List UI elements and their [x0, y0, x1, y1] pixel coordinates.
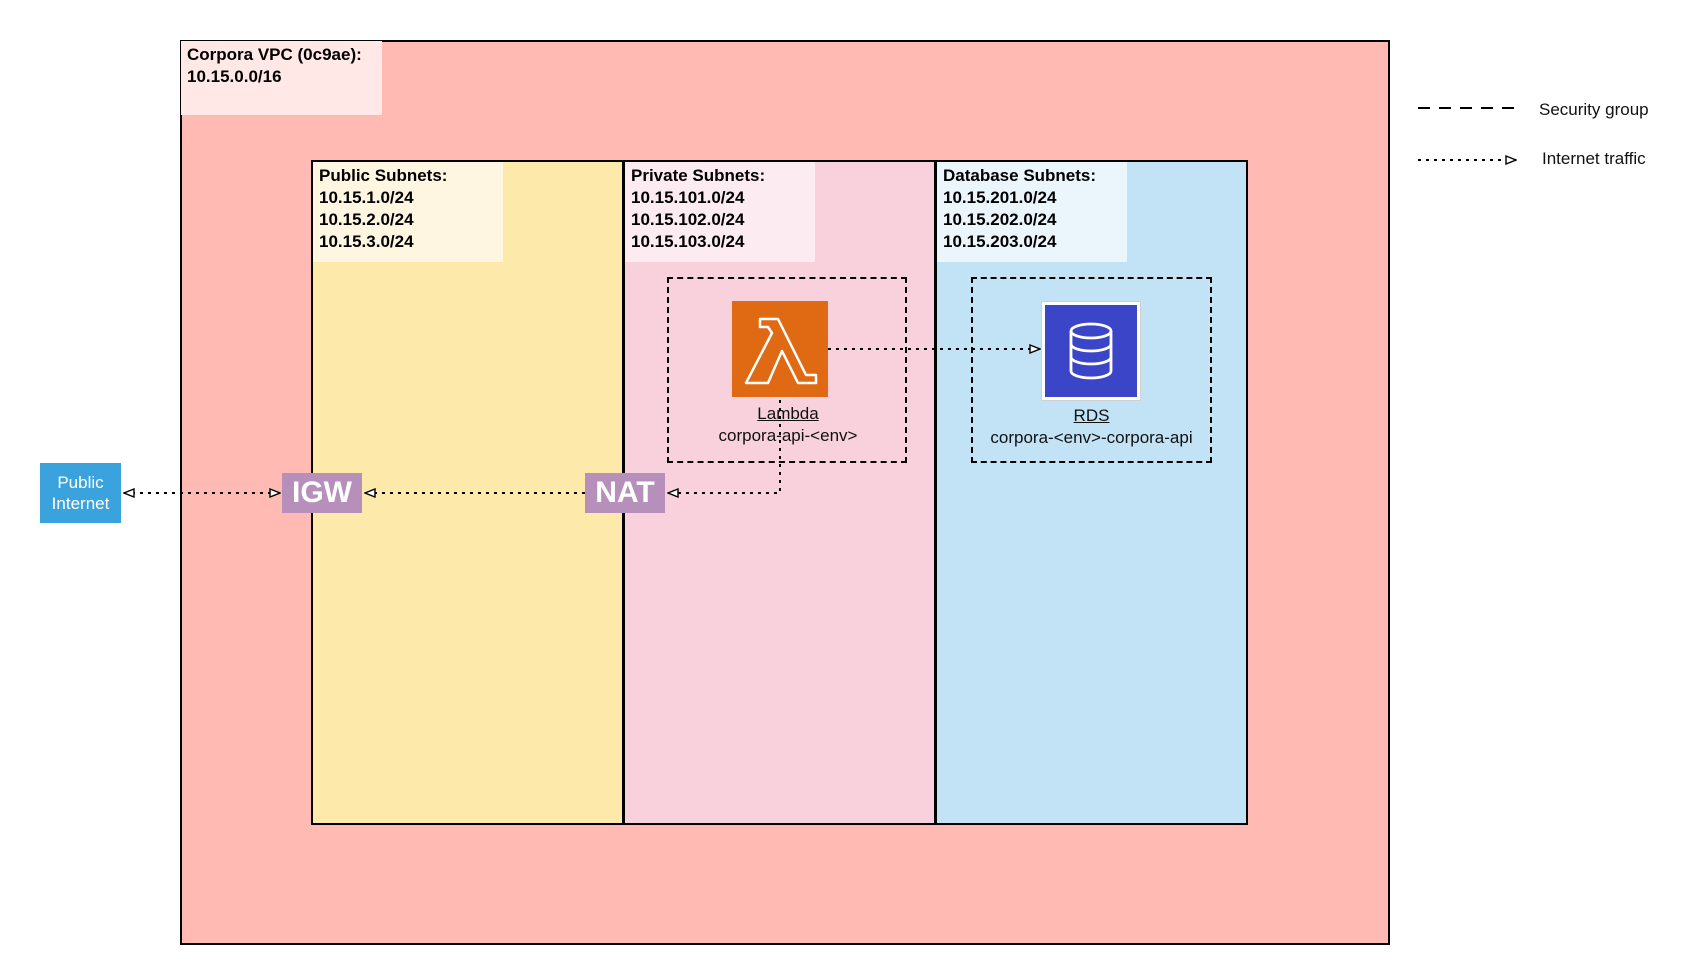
lambda-security-group [667, 277, 907, 463]
internet-gateway[interactable]: IGW [282, 473, 362, 513]
legend-internet-traffic-label: Internet traffic [1542, 149, 1646, 168]
lambda-icon[interactable] [732, 301, 828, 397]
rds-service-name[interactable]: RDS [1073, 406, 1110, 425]
rds-security-group [971, 277, 1212, 463]
private-subnets-label: Private Subnets: 10.15.101.0/24 10.15.10… [625, 162, 815, 262]
legend-security-group-label: Security group [1539, 100, 1649, 119]
public-internet-node[interactable]: Public Internet [40, 463, 121, 523]
rds-caption: RDS corpora-<env>-corpora-api [966, 405, 1217, 449]
public-subnets-label: Public Subnets: 10.15.1.0/24 10.15.2.0/2… [313, 162, 503, 262]
database-subnets-container [935, 160, 1248, 825]
nat-gateway[interactable]: NAT [585, 473, 665, 513]
lambda-service-name[interactable]: Lambda [757, 404, 819, 423]
vpc-label: Corpora VPC (0c9ae): 10.15.0.0/16 [181, 41, 382, 115]
database-icon[interactable] [1042, 302, 1140, 400]
lambda-caption: Lambda corpora-api-<env> [672, 403, 904, 447]
database-subnets-label: Database Subnets: 10.15.201.0/24 10.15.2… [937, 162, 1127, 262]
rds-instance-name: corpora-<env>-corpora-api [990, 428, 1193, 447]
lambda-function-name: corpora-api-<env> [718, 426, 858, 445]
